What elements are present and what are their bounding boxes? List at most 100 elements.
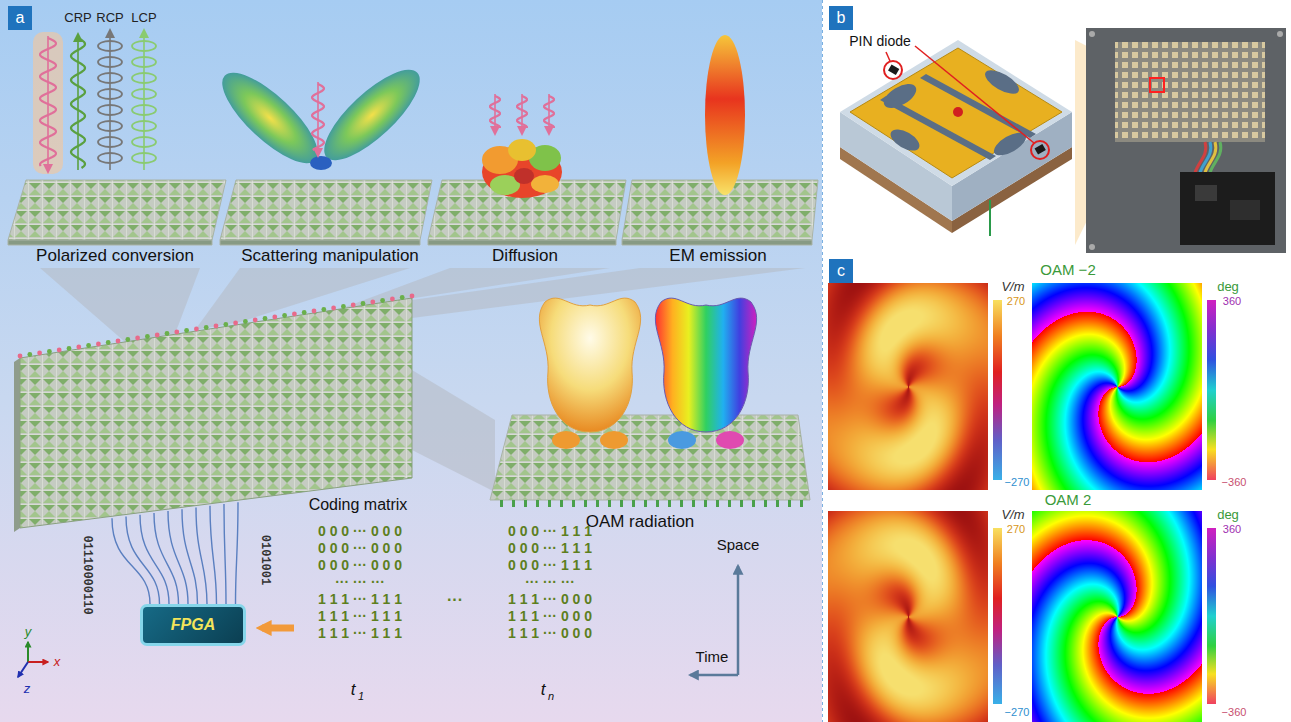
illustration-detail: [106, 340, 111, 345]
unit-cell: [1035, 144, 1046, 155]
phase-map: [1032, 511, 1202, 722]
scale-value: −270: [1005, 706, 1030, 718]
illustration-detail: [98, 137, 122, 147]
illustration-detail: [704, 500, 707, 507]
diffusion-pattern: [514, 168, 534, 184]
illustration-detail: [400, 295, 405, 300]
illustration-detail: [98, 73, 122, 83]
time-step: t: [351, 681, 356, 700]
panel-ground: [822, 0, 1291, 722]
illustration-detail: [132, 137, 156, 147]
amplitude-map: [828, 283, 988, 490]
illustration-detail: [390, 297, 395, 302]
axis-title: Space: [717, 537, 760, 554]
illustration-detail: [243, 319, 248, 324]
illustration-detail: [548, 500, 551, 507]
metasurface-panel: [20, 298, 412, 528]
illustration-detail: [321, 307, 326, 312]
unit-label: V/m: [1001, 508, 1024, 522]
oam-beam: [539, 298, 756, 449]
metasurface-tile: [428, 240, 616, 245]
matrix-row: 1 1 1 ··· 1 1 1: [318, 592, 402, 607]
unit-cell: [840, 40, 1072, 186]
time-subscript: 1: [358, 690, 364, 702]
color-bar: [993, 300, 1002, 480]
metasurface-panel: [14, 298, 412, 532]
metasurface-tile: [490, 415, 810, 500]
axis-label: y: [25, 625, 32, 639]
illustration-detail: [512, 500, 515, 507]
illustration-detail: [18, 30, 803, 604]
illustration-detail: [77, 34, 79, 170]
space-time-axes: [690, 674, 738, 677]
illustration-detail: [168, 511, 188, 604]
scale-value: 270: [1007, 295, 1025, 307]
prototype-photo: [1180, 172, 1275, 245]
illustration-detail: [37, 351, 42, 356]
illustration-detail: [728, 500, 731, 507]
coordinate-axes: [28, 661, 48, 663]
diffusion-pattern: [482, 139, 562, 198]
emission-beam: [705, 35, 745, 195]
illustration-detail: [800, 500, 803, 507]
panel-label: a: [8, 6, 32, 30]
bit-stream: 0101001: [257, 535, 270, 585]
diffusion-pattern: [508, 139, 536, 161]
illustration-detail: [135, 336, 140, 341]
illustration-detail: [361, 301, 366, 306]
flow-arrow: [262, 625, 294, 632]
illustration-detail: [548, 94, 550, 134]
node-text: c: [837, 262, 845, 280]
illustration-detail: [223, 322, 228, 327]
oam-beam: [668, 431, 696, 449]
illustration-detail: [196, 508, 207, 604]
illustration-detail: [236, 502, 239, 604]
illustration-detail: [716, 500, 719, 507]
panel-label: c: [829, 259, 853, 283]
illustration-detail: [282, 313, 287, 318]
mode-title: OAM −2: [1040, 262, 1095, 279]
matrix-row: 1 1 1 ··· 1 1 1: [318, 609, 402, 624]
function-caption: OAM radiation: [586, 513, 695, 532]
panel-label: b: [829, 6, 853, 30]
illustration-detail: [155, 333, 160, 338]
bit-stream: 01110000110: [79, 535, 92, 614]
illustration-detail: [620, 500, 623, 507]
polarization-label: RCP: [96, 11, 123, 25]
illustration-detail: [125, 337, 130, 342]
panel-ground: [822, 0, 823, 722]
illustration-detail: [182, 509, 198, 604]
matrix-row: 1 1 1 ··· 0 0 0: [508, 626, 592, 641]
polarization-glow: [33, 32, 63, 174]
unit-cell: [850, 48, 1062, 178]
matrix-row: 0 0 0 ··· 1 1 1: [508, 558, 592, 573]
function-caption: Scattering manipulation: [241, 247, 419, 266]
unit-cell: [884, 61, 902, 79]
illustration-detail: [253, 318, 258, 323]
illustration-detail: [292, 312, 297, 317]
diffusion-pattern: [531, 175, 559, 193]
matrix-row: 1 1 1 ··· 0 0 0: [508, 592, 592, 607]
illustration-detail: [752, 500, 755, 507]
illustration-detail: [132, 57, 156, 67]
illustration-detail: [132, 89, 156, 99]
polarization-label: LCP: [131, 11, 156, 25]
metasurface-tile: [220, 240, 420, 245]
beam-fan: [412, 370, 495, 492]
illustration-detail: [692, 500, 695, 507]
prototype-photo: [1195, 185, 1217, 201]
matrix-row: 1 1 1 ··· 0 0 0: [508, 609, 592, 624]
illustration-detail: [233, 321, 238, 326]
illustration-detail: [98, 41, 122, 51]
beam-fan: [40, 268, 200, 342]
function-caption: Diffusion: [492, 247, 558, 266]
function-caption: Polarized conversion: [36, 247, 194, 266]
illustration-detail: [608, 500, 611, 507]
scale-value: −270: [1005, 476, 1030, 488]
unit-label: deg: [1217, 508, 1239, 522]
illustration-detail: [18, 354, 23, 359]
color-bar: [993, 528, 1002, 704]
illustration-detail: [76, 345, 81, 350]
prototype-photo: [1086, 28, 1286, 253]
illustration-detail: [98, 121, 122, 131]
